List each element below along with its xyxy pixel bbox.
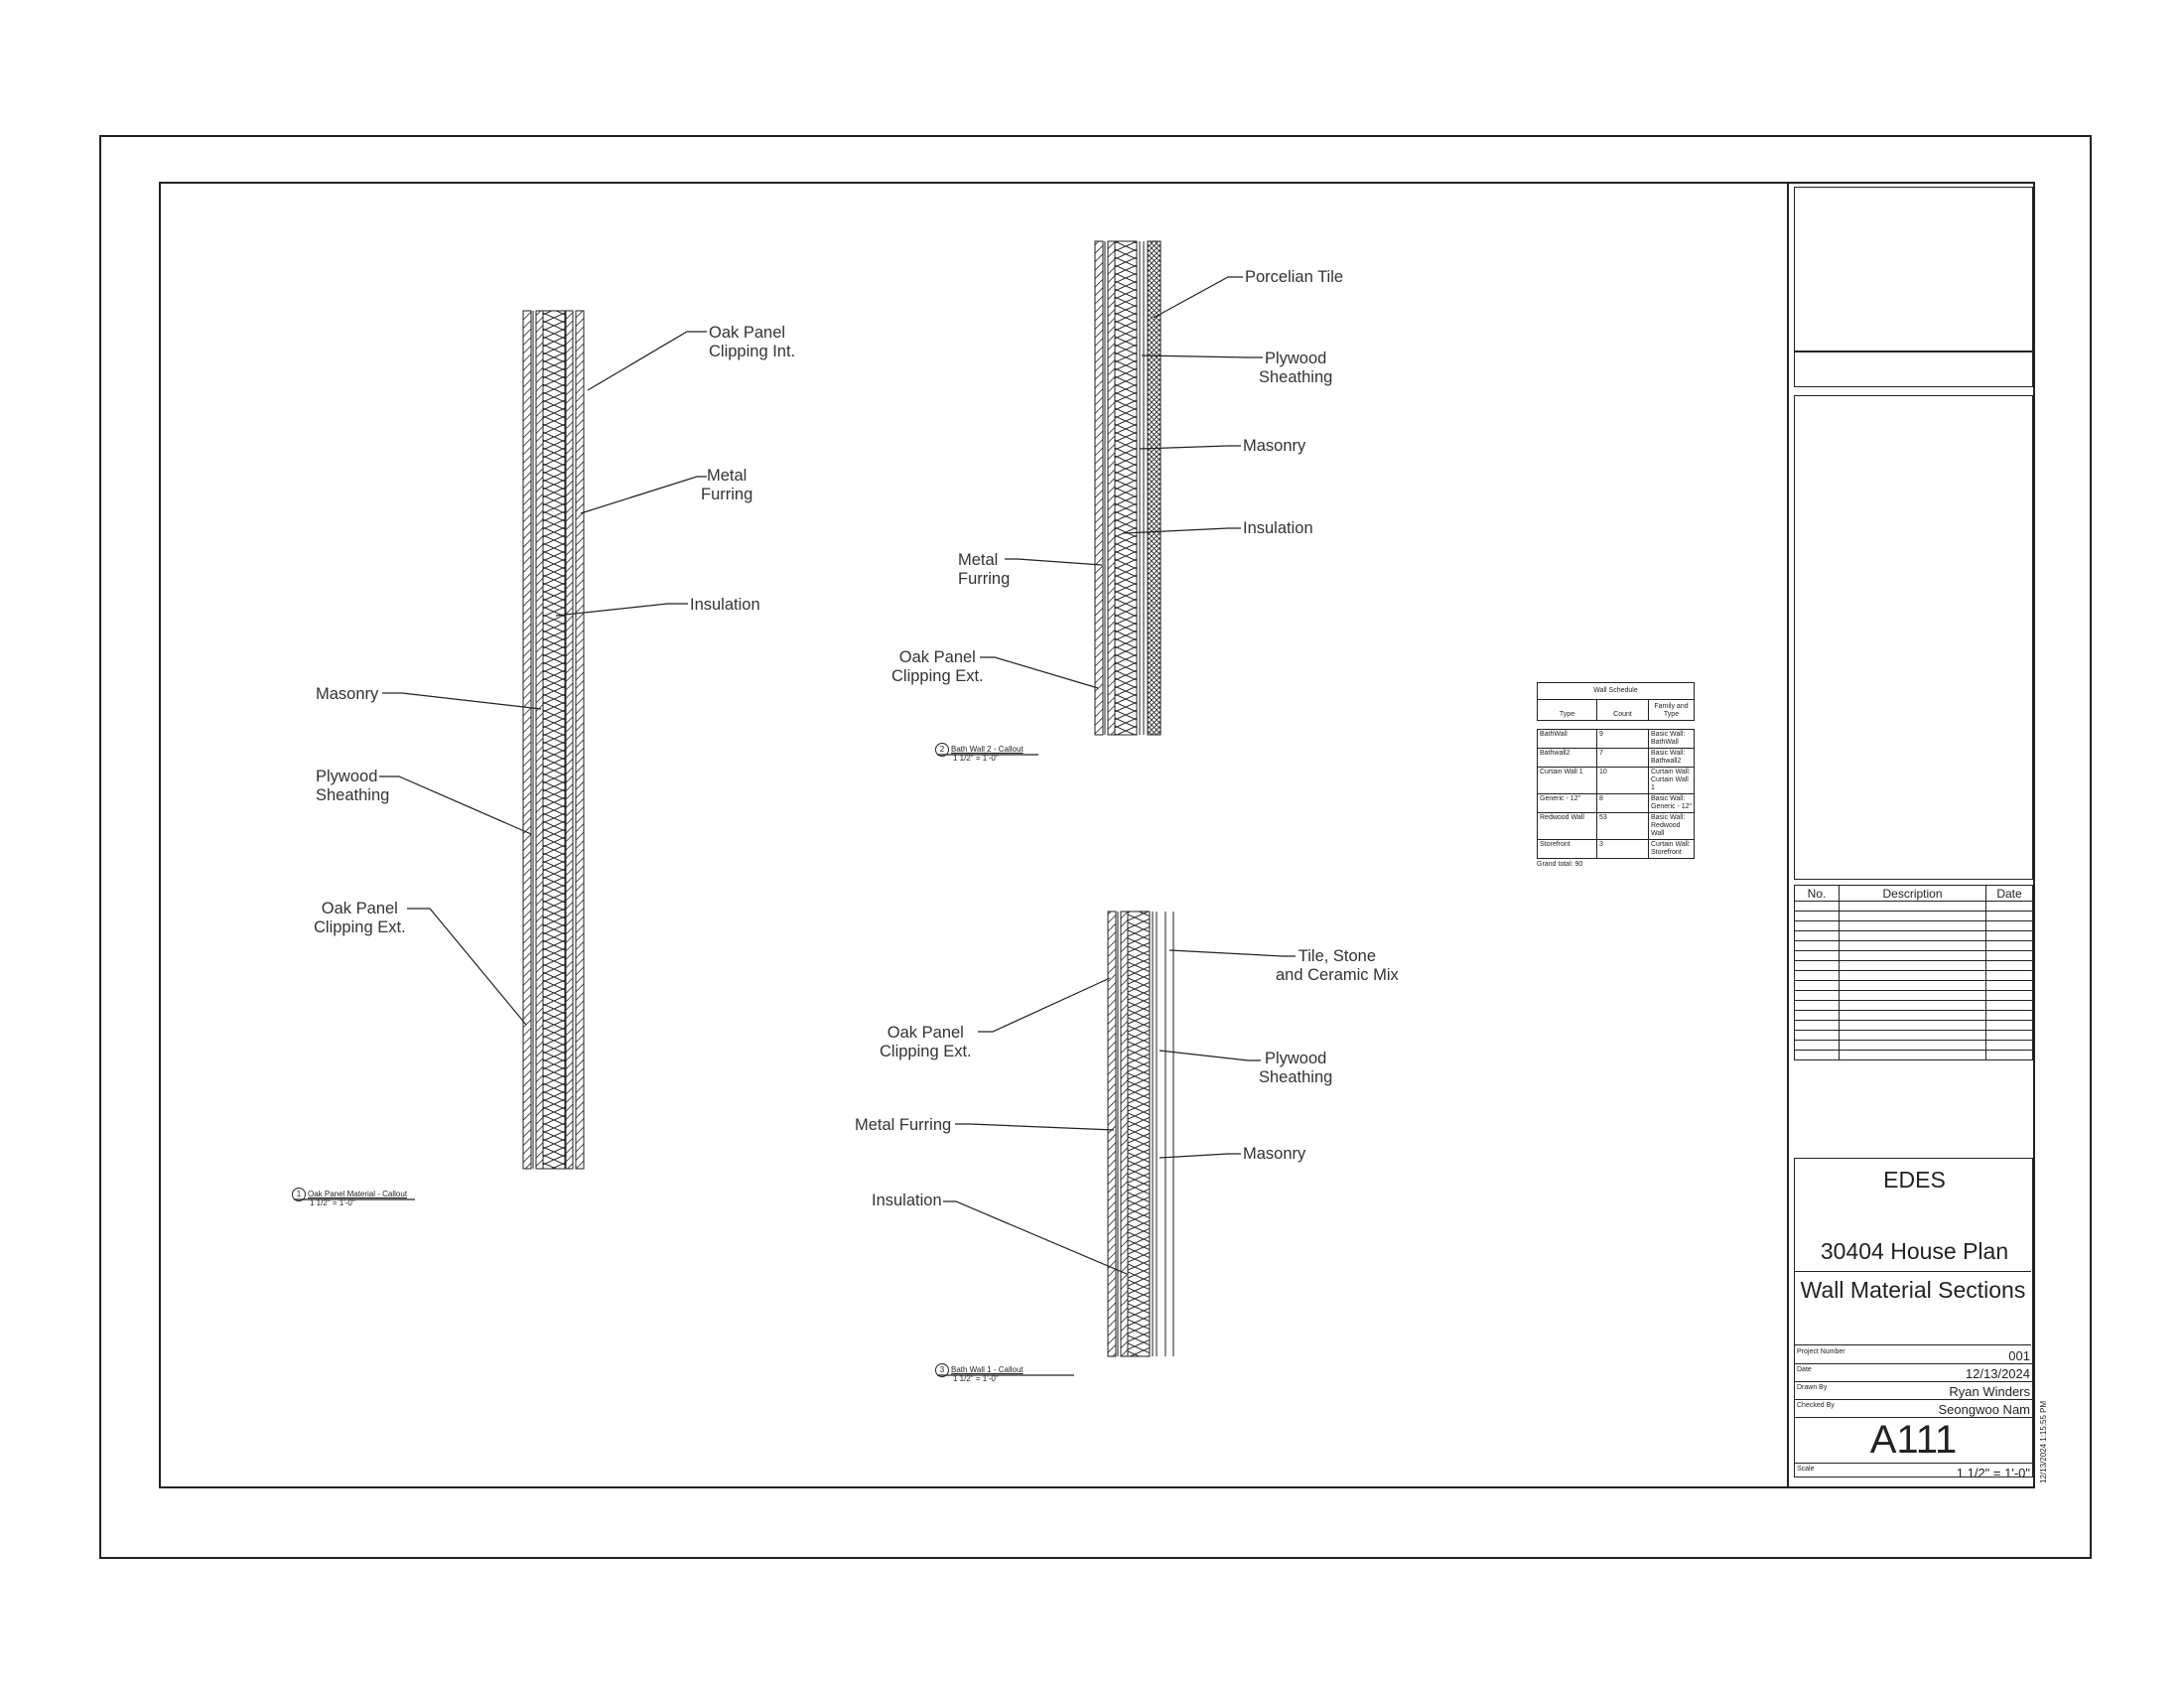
view-title: Bath Wall 1 - Callout — [951, 1365, 1024, 1374]
view-scale: 1 1/2" = 1'-0" — [953, 1374, 999, 1383]
schedule-title: Wall Schedule — [1537, 682, 1695, 700]
label-masonry: Masonry — [316, 685, 379, 703]
label-plywood-sheathing: Plywood Sheathing — [1259, 350, 1333, 386]
title-block: No. Description Date EDES 30404 House Pl… — [1787, 182, 2035, 1488]
consultant-box — [1794, 187, 2033, 352]
schedule-header-family: Family and Type — [1648, 699, 1695, 721]
label-oak-panel-clipping-ext: Oak Panel Clipping Ext. — [891, 648, 984, 685]
revision-header-description: Description — [1839, 885, 1986, 902]
label-plywood-sheathing: Plywood Sheathing — [316, 768, 390, 804]
wall-schedule: Wall Schedule Type Count Family and Type… — [1537, 682, 1695, 869]
print-timestamp: 12/13/2024 1:15:55 PM — [2039, 1400, 2048, 1483]
label-tile-stone-ceramic: Tile, Stone and Ceramic Mix — [1276, 947, 1399, 984]
sheet-number: A111 — [1869, 1418, 1958, 1462]
notes-box — [1794, 395, 2033, 880]
label-insulation: Insulation — [690, 596, 760, 614]
view-3-caption[interactable]: 3 Bath Wall 1 - Callout 1 1/2" = 1'-0" — [935, 1363, 1024, 1383]
view-number-bubble: 2 — [935, 743, 949, 757]
leaders-view-2 — [980, 276, 1263, 689]
view-number-bubble: 1 — [292, 1188, 306, 1201]
label-porcelian-tile: Porcelian Tile — [1245, 268, 1344, 286]
view-title: Oak Panel Material - Callout — [308, 1190, 408, 1198]
view-scale: 1 1/2" = 1'-0" — [953, 754, 999, 763]
label-metal-furring: Metal Furring — [855, 1116, 952, 1134]
view-2-caption[interactable]: 2 Bath Wall 2 - Callout 1 1/2" = 1'-0" — [935, 743, 1024, 763]
view-number-bubble: 3 — [935, 1363, 949, 1377]
wall-section-bath-wall-2 — [1094, 240, 1161, 736]
label-oak-panel-clipping-ext: Oak Panel Clipping Ext. — [880, 1024, 972, 1060]
project-info-box: EDES 30404 House Plan Wall Material Sect… — [1794, 1158, 2033, 1477]
label-oak-panel-clipping-int: Oak Panel Clipping Int. — [709, 324, 796, 360]
firm-name: EDES — [1883, 1167, 1946, 1193]
revision-table: No. Description Date — [1794, 885, 2033, 1060]
view-scale: 1 1/2" = 1'-0" — [310, 1198, 355, 1207]
sheet-drawing-border — [159, 182, 2035, 1488]
label-metal-furring: Metal Furring — [701, 467, 753, 503]
leaders-view-3 — [943, 949, 1296, 1275]
label-plywood-sheathing: Plywood Sheathing — [1259, 1050, 1333, 1086]
view-title: Bath Wall 2 - Callout — [951, 745, 1024, 754]
project-name: 30404 House Plan — [1820, 1238, 2009, 1264]
sheet-outer-border — [99, 135, 2092, 1559]
schedule-header-type: Type — [1537, 699, 1597, 721]
sheet-name: Wall Material Sections — [1800, 1277, 2026, 1303]
consultant-sub-box — [1794, 352, 2033, 387]
label-masonry: Masonry — [1243, 437, 1306, 455]
label-oak-panel-clipping-ext: Oak Panel Clipping Ext. — [314, 900, 406, 936]
label-metal-furring: Metal Furring — [958, 551, 1011, 588]
schedule-grand-total: Grand total: 90 — [1537, 861, 1583, 868]
revision-header-date: Date — [1985, 885, 2033, 902]
view-1-caption[interactable]: 1 Oak Panel Material - Callout 1 1/2" = … — [292, 1188, 408, 1207]
wall-section-oak-panel — [522, 310, 585, 1170]
label-insulation: Insulation — [1243, 519, 1313, 537]
revision-header-no: No. — [1794, 885, 1840, 902]
schedule-header-count: Count — [1596, 699, 1649, 721]
label-insulation: Insulation — [872, 1192, 942, 1209]
leaders-view-1 — [379, 331, 707, 1026]
wall-section-bath-wall-1 — [1107, 911, 1174, 1357]
label-masonry: Masonry — [1243, 1145, 1306, 1163]
